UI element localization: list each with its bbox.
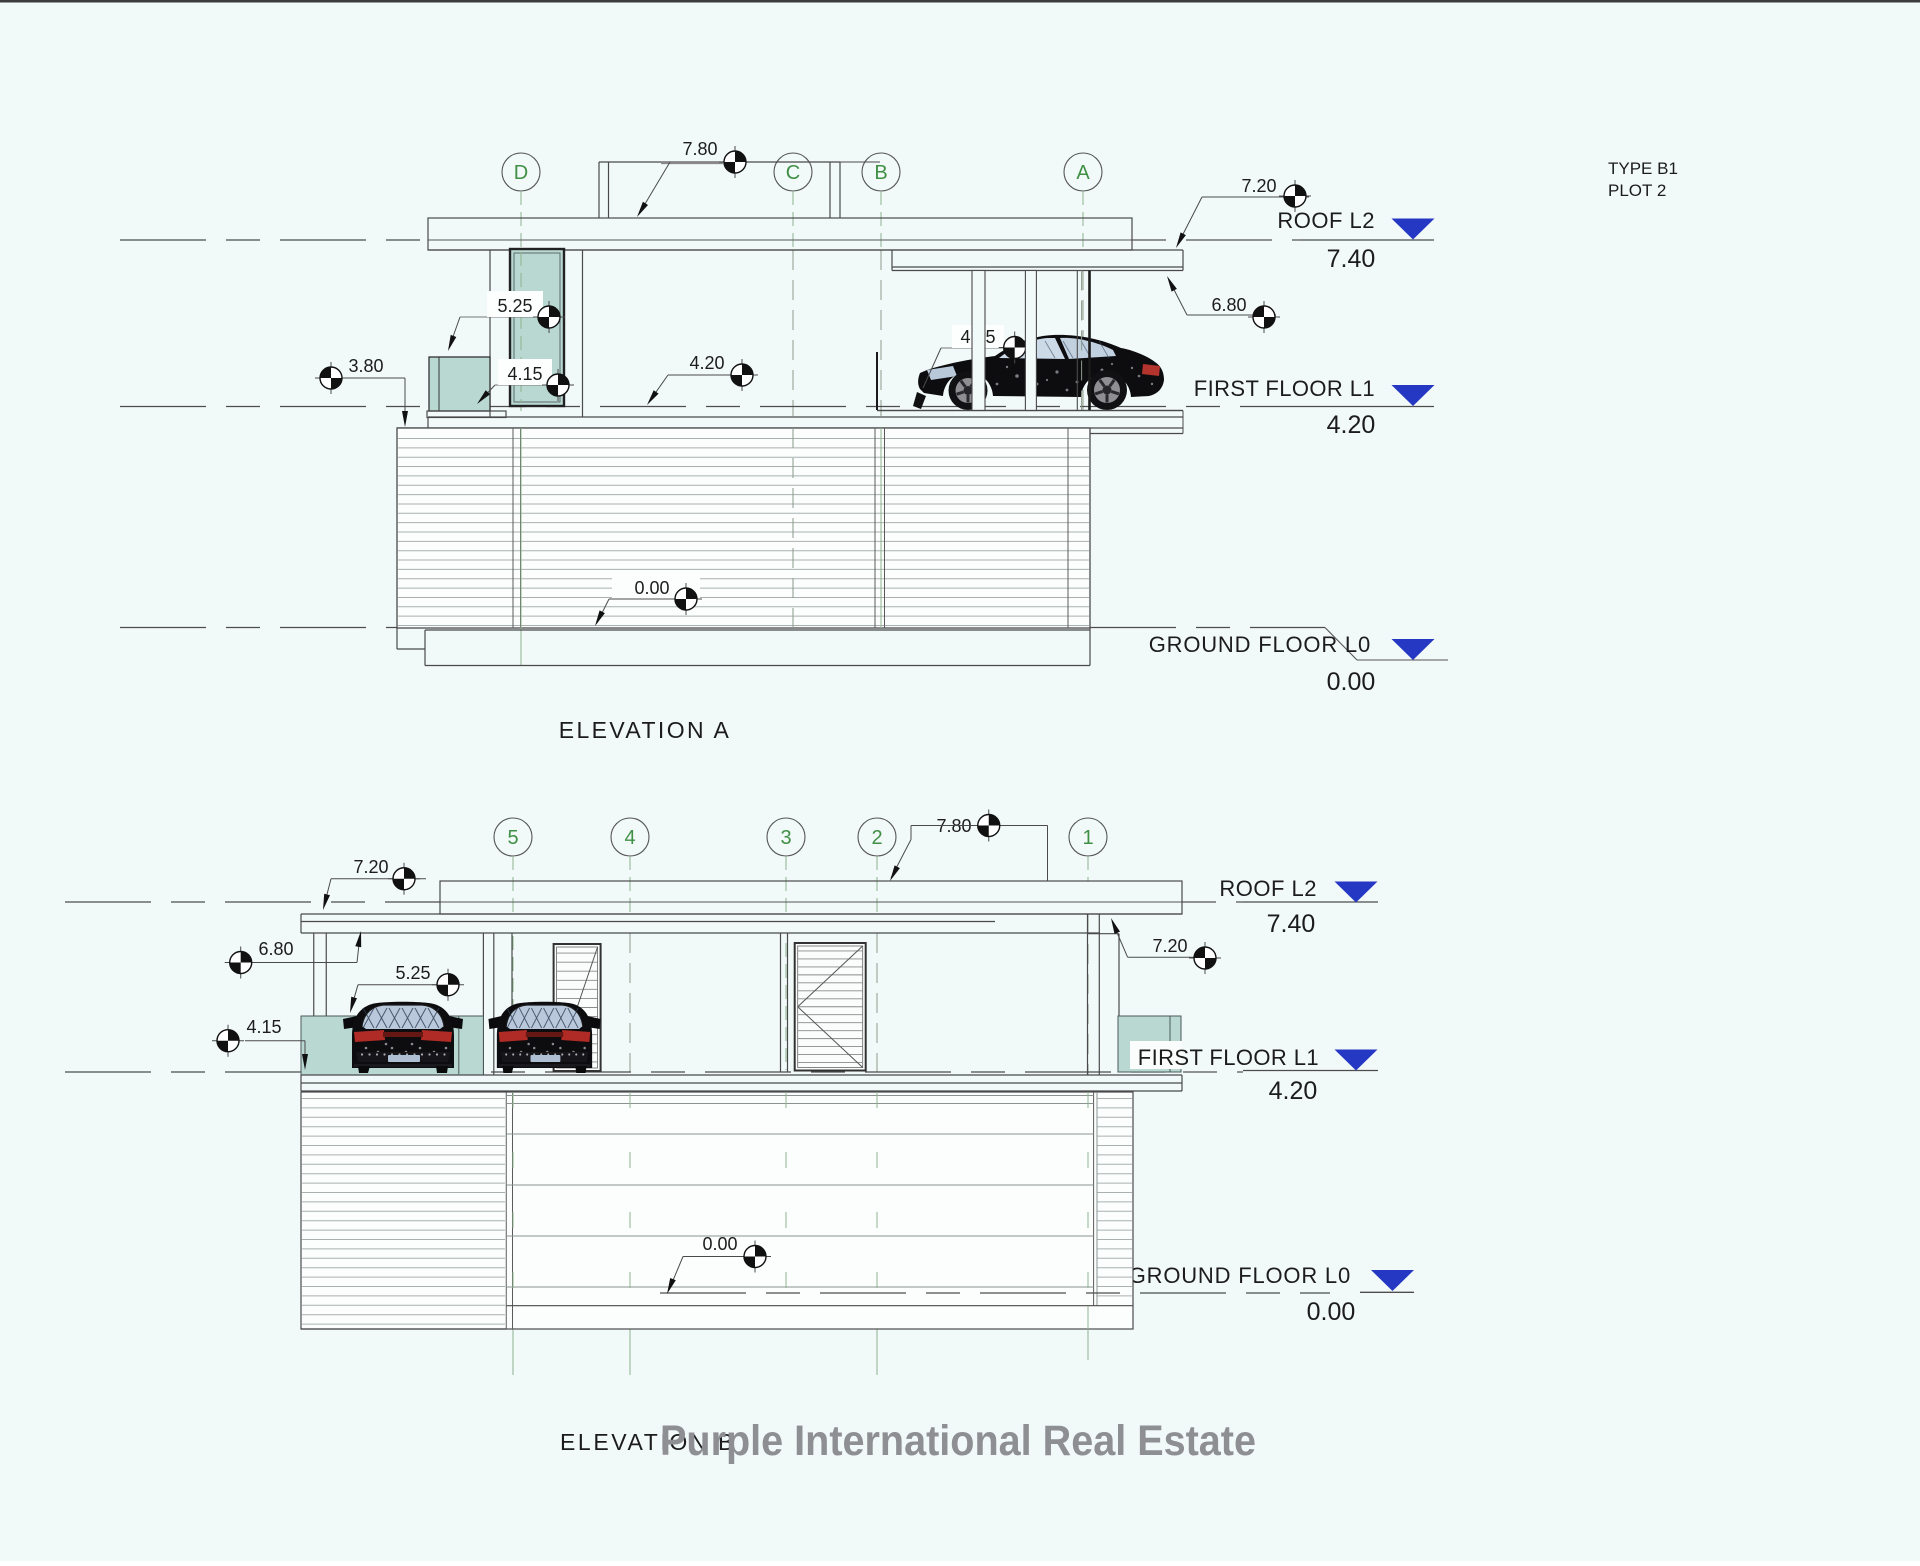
svg-text:ROOF L2: ROOF L2 bbox=[1219, 876, 1317, 901]
svg-text:0.00: 0.00 bbox=[1327, 668, 1376, 696]
svg-text:TYPE B1: TYPE B1 bbox=[1608, 159, 1678, 178]
svg-text:0.00: 0.00 bbox=[1307, 1298, 1356, 1326]
svg-text:ELEVATION B: ELEVATION B bbox=[560, 1429, 736, 1455]
svg-text:7.20: 7.20 bbox=[1241, 176, 1276, 196]
svg-text:FIRST FLOOR L1: FIRST FLOOR L1 bbox=[1138, 1045, 1319, 1070]
svg-text:3.80: 3.80 bbox=[348, 356, 383, 376]
svg-text:6.80: 6.80 bbox=[1211, 295, 1246, 315]
svg-text:4.20: 4.20 bbox=[689, 353, 724, 373]
svg-text:4.15: 4.15 bbox=[246, 1017, 281, 1037]
svg-text:GROUND FLOOR L0: GROUND FLOOR L0 bbox=[1149, 632, 1371, 657]
svg-text:PLOT 2: PLOT 2 bbox=[1608, 181, 1666, 200]
svg-text:6.80: 6.80 bbox=[258, 939, 293, 959]
svg-text:C: C bbox=[786, 162, 800, 184]
svg-text:5.25: 5.25 bbox=[497, 296, 532, 316]
svg-text:ELEVATION A: ELEVATION A bbox=[559, 717, 732, 743]
svg-text:FIRST FLOOR L1: FIRST FLOOR L1 bbox=[1194, 376, 1375, 401]
svg-text:4.15: 4.15 bbox=[507, 364, 542, 384]
svg-text:ROOF L2: ROOF L2 bbox=[1277, 208, 1375, 233]
svg-text:5.25: 5.25 bbox=[395, 963, 430, 983]
svg-text:5: 5 bbox=[507, 827, 518, 849]
svg-text:D: D bbox=[514, 162, 528, 184]
svg-text:3: 3 bbox=[780, 827, 791, 849]
svg-text:Purple International Real Esta: Purple International Real Estate bbox=[660, 1417, 1256, 1465]
svg-text:2: 2 bbox=[871, 827, 882, 849]
svg-text:4.20: 4.20 bbox=[1269, 1077, 1318, 1105]
svg-text:7.20: 7.20 bbox=[1152, 936, 1187, 956]
svg-text:1: 1 bbox=[1082, 827, 1093, 849]
svg-text:A: A bbox=[1076, 162, 1090, 184]
svg-text:7.40: 7.40 bbox=[1267, 910, 1316, 938]
svg-text:4: 4 bbox=[624, 827, 635, 849]
svg-text:4.20: 4.20 bbox=[1327, 411, 1376, 439]
svg-text:7.40: 7.40 bbox=[1327, 245, 1376, 273]
svg-text:7.20: 7.20 bbox=[353, 857, 388, 877]
svg-text:B: B bbox=[874, 162, 887, 184]
svg-text:7.80: 7.80 bbox=[682, 139, 717, 159]
svg-text:GROUND FLOOR L0: GROUND FLOOR L0 bbox=[1129, 1263, 1351, 1288]
svg-text:0.00: 0.00 bbox=[634, 578, 669, 598]
svg-text:0.00: 0.00 bbox=[702, 1234, 737, 1254]
